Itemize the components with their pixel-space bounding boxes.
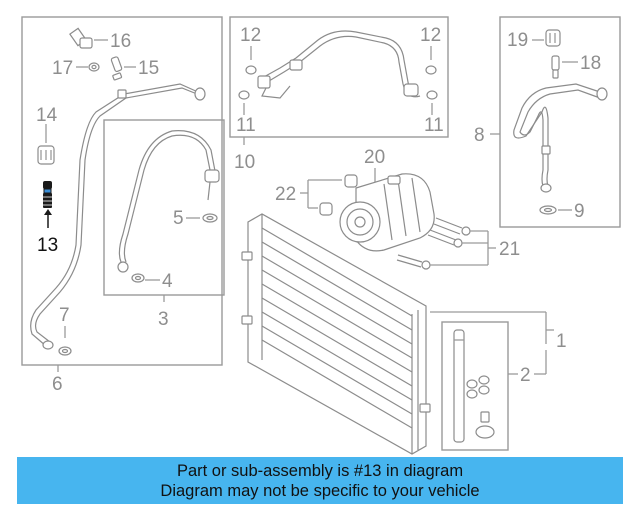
condenser-1: 1 [241, 213, 567, 455]
receiver-drier-2: 2 [441, 321, 547, 451]
bolts-21: 21 [396, 217, 520, 270]
pipe-8 [513, 83, 608, 193]
callout-16: 16 [110, 31, 131, 52]
callout-20: 20 [364, 147, 385, 168]
callout-9: 9 [574, 201, 585, 222]
callout-5: 5 [173, 208, 184, 229]
valve-18: 18 [551, 53, 601, 79]
callout-4: 4 [162, 271, 173, 292]
callout-21: 21 [499, 239, 520, 260]
callout-18: 18 [580, 53, 601, 74]
group-2-box [441, 321, 509, 451]
pipe-6 [30, 83, 206, 350]
callout-3: 3 [158, 309, 169, 330]
cap-19: 19 [507, 29, 561, 51]
valve-core-13: 13 [37, 181, 58, 256]
callout-7: 7 [59, 305, 70, 326]
callout-12-left: 12 [240, 25, 261, 46]
cap-14: 14 [36, 105, 58, 165]
callout-11-right: 11 [424, 115, 444, 136]
bushing-22: 22 [275, 174, 358, 216]
valve-15: 15 [110, 56, 159, 81]
o-ring-9: 9 [539, 201, 585, 222]
banner-line-disclaimer: Diagram may not be specific to your vehi… [160, 482, 480, 500]
banner-line-part: Part or sub-assembly is #13 in diagram [176, 462, 464, 480]
o-ring-17: 17 [52, 58, 100, 79]
callout-6: 6 [52, 374, 63, 395]
callout-10: 10 [234, 152, 255, 173]
o-ring-4: 4 [131, 271, 173, 292]
group-8: 8 19 18 9 [474, 16, 621, 228]
group-6: 6 16 17 15 [21, 16, 223, 395]
pressure-sensor-16: 16 [69, 27, 131, 52]
group-10: 10 12 12 11 11 [229, 16, 449, 173]
compressor-20: 20 [339, 147, 435, 252]
group-10-box [229, 16, 449, 138]
info-banner: Part or sub-assembly is #13 in diagram D… [17, 457, 623, 504]
callout-8: 8 [474, 125, 485, 146]
callout-13: 13 [37, 235, 58, 256]
callout-15: 15 [138, 58, 159, 79]
group-3: 3 5 4 [103, 119, 225, 330]
group-8-box [499, 16, 621, 228]
o-ring-5: 5 [173, 208, 218, 229]
callout-2: 2 [520, 365, 531, 386]
callout-11-left: 11 [236, 115, 256, 136]
callout-12-right: 12 [420, 25, 441, 46]
callout-17: 17 [52, 58, 73, 79]
callout-22: 22 [275, 184, 296, 205]
callout-1: 1 [556, 331, 567, 352]
group-6-box [21, 16, 223, 366]
o-ring-7: 7 [58, 305, 72, 356]
pipe-10 [238, 30, 438, 100]
callout-19: 19 [507, 30, 528, 51]
pipe-3 [117, 130, 220, 273]
parts-diagram: 6 16 17 15 [21, 16, 621, 455]
callout-14: 14 [36, 105, 58, 126]
